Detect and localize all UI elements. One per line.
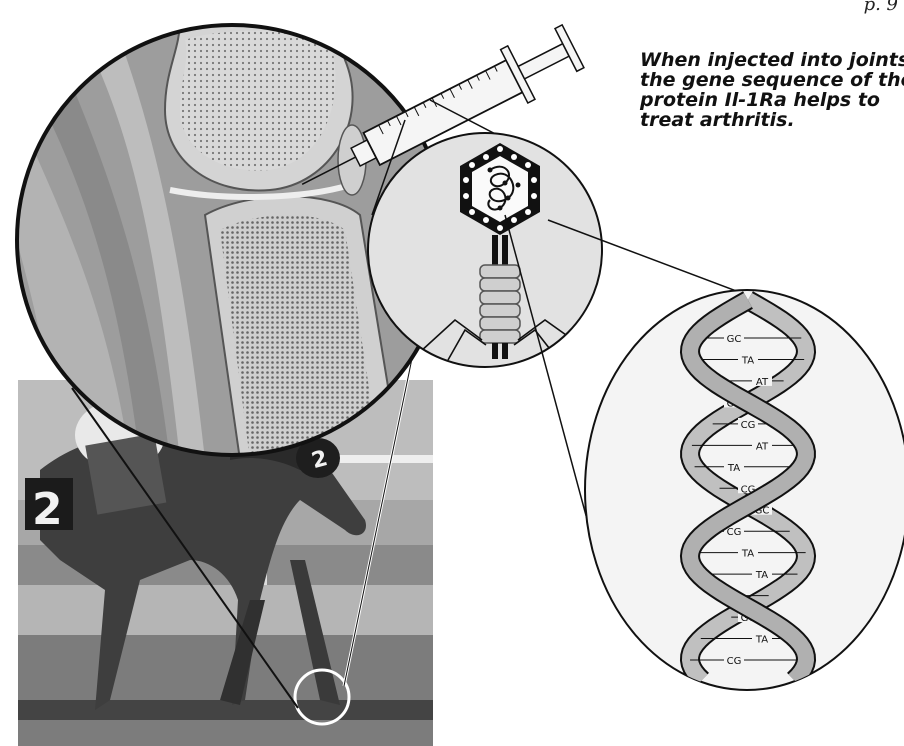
base-pair-label: AT — [756, 377, 769, 388]
base-pair-label: TA — [741, 549, 754, 560]
page-number-fragment: p. 9 — [864, 0, 898, 15]
base-pair-label: TA — [755, 570, 768, 581]
base-pair-label: GC — [727, 334, 742, 345]
caption: When injected into joints, the gene sequ… — [640, 50, 900, 130]
base-pair-label: CG — [741, 420, 756, 431]
caption-line: treat arthritis. — [640, 110, 900, 130]
base-pair-label: TA — [741, 355, 754, 366]
base-pair-label: CG — [727, 656, 742, 667]
saddle-cloth-number: 2 — [32, 484, 63, 535]
virus-circle — [368, 133, 602, 367]
base-pair-label: TA — [755, 635, 768, 646]
base-pair-label: CG — [727, 527, 742, 538]
caption-line: protein Il-1Ra helps to — [640, 90, 900, 110]
caption-line: the gene sequence of the — [640, 70, 900, 90]
base-pair-label: AT — [756, 441, 769, 452]
phage-tail-sheath — [480, 265, 520, 343]
base-pair-label: TA — [727, 463, 740, 474]
caption-line: When injected into joints, — [640, 50, 900, 70]
